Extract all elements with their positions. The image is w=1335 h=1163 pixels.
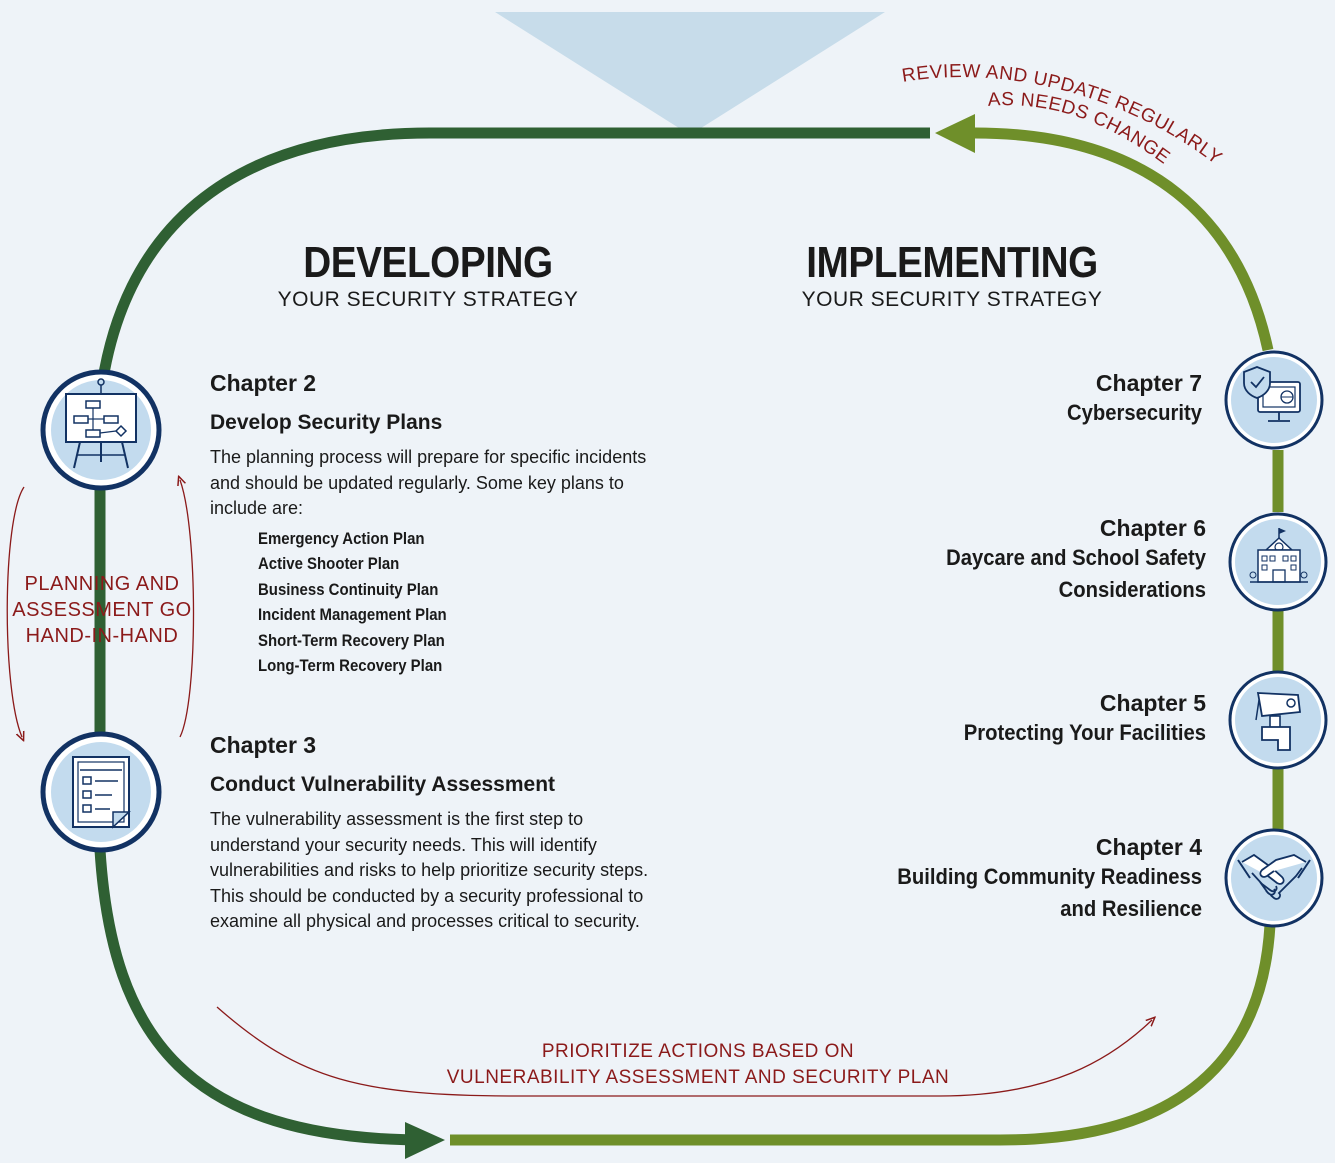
list-item: Active Shooter Plan: [258, 554, 400, 573]
prioritize-line2: VULNERABILITY ASSESSMENT AND SECURITY PL…: [446, 1067, 950, 1088]
list-item: Short-Term Recovery Plan: [258, 630, 445, 650]
implementing-title: IMPLEMENTING: [806, 238, 1098, 287]
chapter2-block: Chapter 2 Develop Security Plans The pla…: [210, 370, 670, 679]
planning-line2: ASSESSMENT GO: [12, 599, 192, 621]
prioritize-line1: PRIORITIZE ACTIONS BASED ON: [541, 1041, 855, 1062]
top-funnel: [495, 12, 885, 135]
developing-heading: DEVELOPING YOUR SECURITY STRATEGY: [228, 238, 628, 312]
plans-list: Emergency Action Plan Active Shooter Pla…: [258, 526, 621, 679]
prioritize-annotation: PRIORITIZE ACTIONS BASED ON VULNERABILIT…: [398, 1039, 998, 1091]
bottom-arrowhead: [405, 1122, 445, 1159]
planning-line3: HAND-IN-HAND: [25, 625, 179, 647]
developing-subtitle: YOUR SECURITY STRATEGY: [277, 288, 579, 311]
chapter7-label: Chapter 7: [1095, 370, 1202, 396]
handshake-icon: [1224, 828, 1324, 928]
list-item: Incident Management Plan: [258, 605, 447, 624]
chapter5-label: Chapter 5: [1099, 690, 1206, 716]
developing-loop-path: [94, 127, 930, 401]
cybersecurity-icon: [1224, 350, 1324, 450]
chapter4-label: Chapter 4: [1095, 834, 1202, 860]
implementing-heading: IMPLEMENTING YOUR SECURITY STRATEGY: [752, 238, 1152, 312]
chapter7-block: Chapter 7 Cybersecurity: [802, 370, 1202, 429]
chapter6-title-line1: Daycare and School Safety: [946, 545, 1206, 570]
top-arrowhead: [935, 114, 975, 153]
list-item: Emergency Action Plan: [258, 528, 425, 548]
school-icon: [1228, 512, 1328, 612]
chapter3-label: Chapter 3: [210, 732, 317, 758]
chapter3-title: Conduct Vulnerability Assessment: [210, 773, 556, 796]
list-item: Business Continuity Plan: [258, 579, 439, 599]
developing-loop-bottom: [94, 849, 421, 1146]
chapter7-title: Cybersecurity: [1066, 400, 1202, 425]
chapter2-title: Develop Security Plans: [210, 411, 443, 434]
implementing-loop-bottom: [450, 924, 1276, 1146]
review-text-line2: AS NEEDS CHANGE: [987, 89, 1174, 168]
developing-title: DEVELOPING: [303, 238, 553, 287]
chapter3-body: The vulnerability assessment is the firs…: [210, 809, 649, 931]
chapter4-title-line1: Building Community Readiness: [897, 864, 1202, 889]
checklist-icon: [40, 731, 162, 853]
chapter2-body: The planning process will prepare for sp…: [210, 447, 647, 518]
planning-arrow-down: [6, 486, 25, 737]
chapter6-label: Chapter 6: [1099, 515, 1206, 541]
chapter4-block: Chapter 4 Building Community Readiness a…: [782, 834, 1202, 925]
planning-line1: PLANNING AND: [24, 573, 180, 595]
planning-board-icon: [40, 369, 162, 491]
chapter5-block: Chapter 5 Protecting Your Facilities: [806, 690, 1206, 749]
implementing-loop-top: [974, 127, 1274, 352]
chapter5-title: Protecting Your Facilities: [963, 720, 1206, 745]
assessment-arrow-up: [180, 480, 195, 738]
implementing-subtitle: YOUR SECURITY STRATEGY: [801, 288, 1103, 311]
list-item: Long-Term Recovery Plan: [258, 656, 443, 675]
prioritize-arrow: [216, 1006, 1152, 1097]
planning-annotation: PLANNING AND ASSESSMENT GO HAND-IN-HAND: [2, 571, 202, 649]
chapter3-block: Chapter 3 Conduct Vulnerability Assessme…: [210, 732, 680, 935]
chapter6-title-line2: Considerations: [1058, 577, 1206, 602]
security-camera-icon: [1228, 670, 1328, 770]
chapter4-title-line2: and Resilience: [1060, 896, 1202, 921]
chapter6-block: Chapter 6 Daycare and School Safety Cons…: [806, 515, 1206, 606]
chapter2-label: Chapter 2: [210, 370, 317, 396]
